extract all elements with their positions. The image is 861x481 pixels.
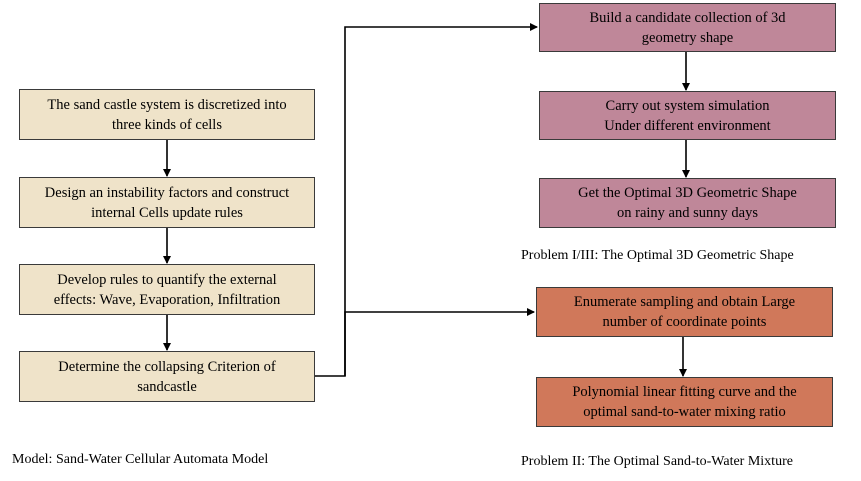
problem1-step-simulation: Carry out system simulation Under differ… [539,91,836,140]
problem1-step-candidate-collection: Build a candidate collection of 3d geome… [539,3,836,52]
problem1-step-optimal-shape: Get the Optimal 3D Geometric Shape on ra… [539,178,836,228]
model-step-external-effects: Develop rules to quantify the external e… [19,264,315,315]
model-step-discretize: The sand castle system is discretized in… [19,89,315,140]
arrow-model-to-problem1 [315,23,538,377]
problem2-step-enumerate-sampling: Enumerate sampling and obtain Large numb… [536,287,833,337]
arrow-model-to-problem2 [344,308,535,376]
model-caption: Model: Sand-Water Cellular Automata Mode… [12,452,269,467]
problem1-caption: Problem I/III: The Optimal 3D Geometric … [521,248,794,263]
problem2-caption: Problem II: The Optimal Sand-to-Water Mi… [521,454,793,469]
model-step-instability-rules: Design an instability factors and constr… [19,177,315,228]
problem2-step-polynomial-fitting: Polynomial linear fitting curve and the … [536,377,833,427]
model-step-collapse-criterion: Determine the collapsing Criterion of sa… [19,351,315,402]
